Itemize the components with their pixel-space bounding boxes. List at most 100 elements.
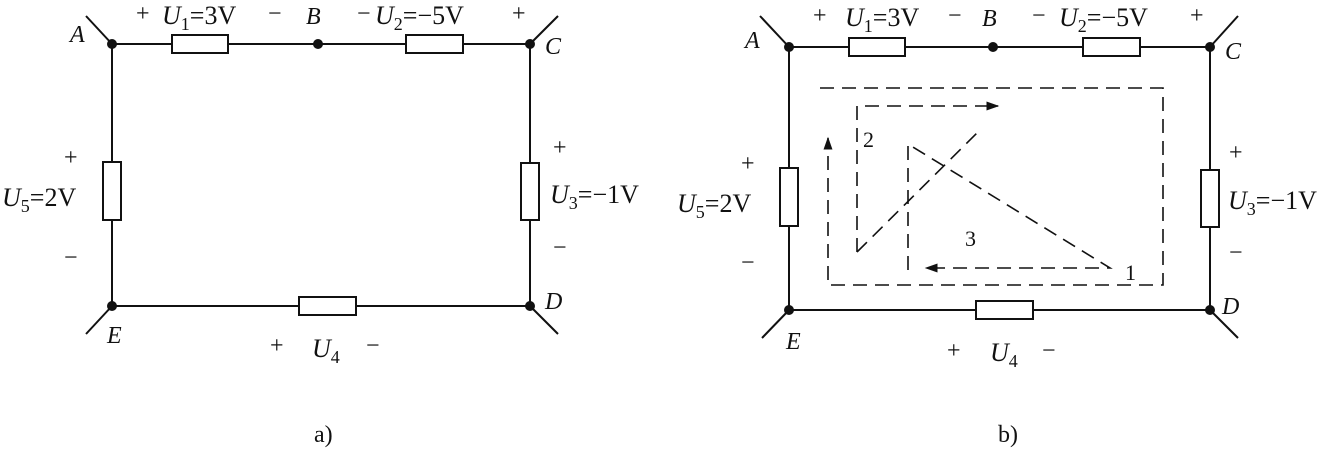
resistor-b-u1 <box>848 37 906 57</box>
u4-b-sym: U <box>990 338 1011 367</box>
loop-3-path <box>907 142 1113 273</box>
u1-a-minus: − <box>268 1 282 27</box>
u2-b-val: =−5V <box>1087 3 1148 32</box>
terminal-a-C <box>529 15 559 45</box>
terminal-a-D <box>529 305 559 335</box>
u1-b-val: =3V <box>873 3 920 32</box>
u2-b-sub: 2 <box>1078 16 1087 36</box>
diagram-a: A B C D E + U1=3V − − U2=−5V + + U3=−1V … <box>2 1 639 448</box>
wires-b <box>759 15 1239 339</box>
u3-b-label: U3=−1V <box>1228 186 1317 219</box>
loop-1-path <box>820 87 1164 286</box>
u1-b-sub: 1 <box>864 16 873 36</box>
terminal-b-A <box>759 15 790 48</box>
loop-2-diagonal <box>856 129 981 253</box>
u5-b-minus: − <box>741 250 755 276</box>
resistor-a-u1 <box>171 34 229 54</box>
node-a-E-label: E <box>106 323 122 349</box>
terminal-b-D <box>1209 309 1239 339</box>
u4-b-minus: − <box>1042 338 1056 364</box>
resistor-a-u4 <box>298 296 357 316</box>
node-b-E-label: E <box>785 329 801 355</box>
caption-b: b) <box>998 422 1018 448</box>
u5-a-label: U5=2V <box>2 183 76 216</box>
resistor-b-u5 <box>779 167 799 227</box>
terminal-b-E <box>761 309 790 339</box>
resistor-a-u5 <box>102 161 122 221</box>
loop-2-label: 2 <box>863 127 874 152</box>
node-a-C-dot <box>525 39 535 49</box>
node-b-C-label: C <box>1225 39 1242 65</box>
node-b-C-dot <box>1205 42 1215 52</box>
node-a-B-dot <box>313 39 323 49</box>
u3-b-val: =−1V <box>1256 186 1317 215</box>
u4-a-sym: U <box>312 334 333 363</box>
u3-b-minus: − <box>1229 240 1243 266</box>
node-b-B-label: B <box>982 6 997 32</box>
diagram-b: A B C D E + U1=3V − − U2=−5V + + U3=−1V … <box>677 3 1317 448</box>
u2-b-minus: − <box>1032 3 1046 29</box>
u2-a-minus: − <box>357 1 371 27</box>
u1-a-sym: U <box>162 1 183 30</box>
node-b-A-label: A <box>743 28 760 54</box>
u3-a-sym: U <box>550 180 571 209</box>
u1-a-plus: + <box>136 1 150 27</box>
u2-a-plus: + <box>512 1 526 27</box>
terminal-b-C <box>1209 15 1239 48</box>
u5-a-val: =2V <box>30 183 77 212</box>
node-a-D-label: D <box>544 289 562 315</box>
node-a-D-dot <box>525 301 535 311</box>
node-a-E-dot <box>107 301 117 311</box>
u3-a-sub: 3 <box>569 193 578 213</box>
terminal-a-E <box>85 305 113 335</box>
u3-a-minus: − <box>553 235 567 261</box>
u5-b-sub: 5 <box>696 202 705 222</box>
u4-b-plus: + <box>947 338 961 364</box>
u1-a-sub: 1 <box>181 14 190 34</box>
u2-a-sub: 2 <box>394 14 403 34</box>
u5-a-sym: U <box>2 183 23 212</box>
u5-b-label: U5=2V <box>677 189 751 222</box>
node-b-E-dot <box>784 305 794 315</box>
resistor-a-u3 <box>520 162 540 221</box>
wires-a <box>85 15 559 335</box>
loop-3-label: 3 <box>965 226 976 251</box>
u2-a-label: U2=−5V <box>375 1 464 34</box>
loop-1-label: 1 <box>1125 260 1136 285</box>
u3-a-plus: + <box>553 135 567 161</box>
node-a-B-label: B <box>306 4 321 30</box>
u3-b-plus: + <box>1229 140 1243 166</box>
u5-b-sym: U <box>677 189 698 218</box>
node-a-C-label: C <box>545 34 562 60</box>
caption-a: a) <box>314 422 333 448</box>
node-a-A-dot <box>107 39 117 49</box>
node-a-A-label: A <box>68 22 85 48</box>
u1-b-label: U1=3V <box>845 3 919 36</box>
u5-a-plus: + <box>64 145 78 171</box>
resistor-b-u2 <box>1082 37 1141 57</box>
u4-a-minus: − <box>366 333 380 359</box>
u3-a-label: U3=−1V <box>550 180 639 213</box>
u1-b-sym: U <box>845 3 866 32</box>
u5-b-plus: + <box>741 151 755 177</box>
resistor-b-u3 <box>1200 169 1220 228</box>
u1-b-minus: − <box>948 3 962 29</box>
node-b-D-label: D <box>1221 294 1239 320</box>
node-b-D-dot <box>1205 305 1215 315</box>
u2-b-plus: + <box>1190 3 1204 29</box>
u2-a-val: =−5V <box>403 1 464 30</box>
u1-a-val: =3V <box>190 1 237 30</box>
node-b-A-dot <box>784 42 794 52</box>
terminal-a-A <box>85 15 113 45</box>
u4-b-label: U4 <box>990 338 1018 371</box>
u3-a-val: =−1V <box>578 180 639 209</box>
u1-a-label: U1=3V <box>162 1 236 34</box>
u4-a-label: U4 <box>312 334 340 367</box>
u2-a-sym: U <box>375 1 396 30</box>
u2-b-sym: U <box>1059 3 1080 32</box>
u5-b-val: =2V <box>705 189 752 218</box>
u1-b-plus: + <box>813 3 827 29</box>
u2-b-label: U2=−5V <box>1059 3 1148 36</box>
resistor-a-u2 <box>405 34 464 54</box>
